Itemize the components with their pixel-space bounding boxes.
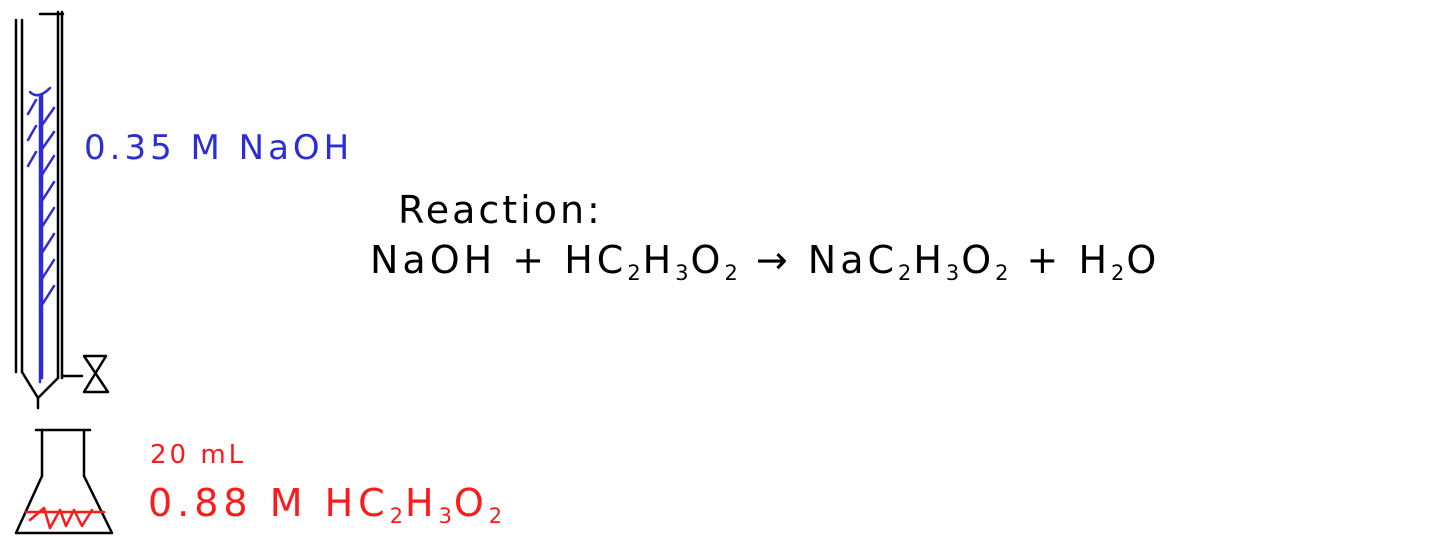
naoh-solution: [26, 86, 56, 384]
naoh-concentration-label: 0.35 M NaOH: [84, 128, 354, 168]
product-water: H2O: [1078, 238, 1161, 286]
acid-concentration-label: 0.88 M HC2H3O2: [148, 481, 505, 529]
acid-volume-label: 20 mL: [150, 440, 247, 470]
erlenmeyer-flask: [14, 428, 114, 535]
reactant-naoh: NaOH: [370, 238, 497, 282]
plus-sign: +: [512, 238, 549, 282]
plus-sign: +: [1026, 238, 1063, 282]
burette: [14, 10, 110, 410]
reaction-title: Reaction:: [398, 188, 603, 232]
reaction-arrow: →: [755, 238, 792, 282]
reaction-equation: NaOH + HC2H3O2 → NaC2H3O2 + H2O: [370, 238, 1161, 286]
flask-body: [14, 474, 114, 535]
acid-solution: [28, 506, 94, 530]
reactant-acetic-acid: HC2H3O2: [564, 238, 740, 286]
stopcock-valve: [82, 354, 110, 394]
product-sodium-acetate: NaC2H3O2: [807, 238, 1011, 286]
